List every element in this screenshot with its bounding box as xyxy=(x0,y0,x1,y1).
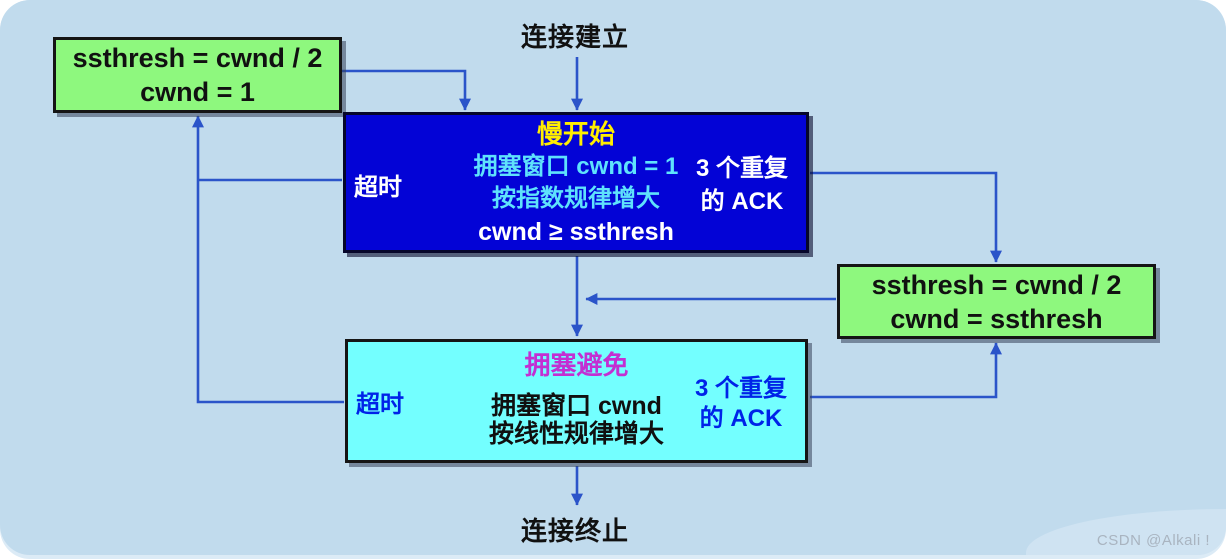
reset-right-line1: ssthresh = cwnd / 2 xyxy=(871,269,1122,300)
box-reset-after-timeout-left: ssthresh = cwnd / 2 cwnd = 1 xyxy=(53,37,342,113)
arrow-resetleft-to-slowstart xyxy=(342,69,471,111)
label-connection-terminated: 连接终止 xyxy=(520,516,629,546)
slow-start-title: 慢开始 xyxy=(536,119,615,149)
congestion-dup-ack-line1: 3 个重复 xyxy=(694,375,787,402)
box-slow-start: 慢开始 拥塞窗口 cwnd = 1 按指数规律增大 cwnd ≥ ssthres… xyxy=(343,112,809,253)
box-reset-after-dup-ack-right: ssthresh = cwnd / 2 cwnd = ssthresh xyxy=(837,264,1156,339)
slow-start-dup-ack-line1: 3 个重复 xyxy=(695,155,788,182)
slow-start-condition: cwnd ≥ ssthresh xyxy=(478,218,674,246)
reset-left-line2: cwnd = 1 xyxy=(140,77,255,107)
congestion-dup-ack-line2: 的 ACK xyxy=(699,405,783,432)
arrow-slowstart-to-resetright xyxy=(810,171,1002,263)
csdn-watermark: CSDN @Alkali ! xyxy=(1096,532,1210,549)
congestion-avoidance-dup-ack-label: 3 个重复 的 ACK xyxy=(683,374,799,434)
slow-start-dup-ack-line2: 的 ACK xyxy=(700,188,784,215)
slow-start-timeout-label: 超时 xyxy=(354,174,402,201)
arrow-congestion-to-resetright xyxy=(810,342,1002,399)
arrow-timeout-to-resetleft xyxy=(192,115,344,404)
reset-left-line1: ssthresh = cwnd / 2 xyxy=(72,43,323,73)
slow-start-detail2: 按指数规律增大 xyxy=(492,185,660,212)
slow-start-detail1: 拥塞窗口 cwnd = 1 xyxy=(473,153,679,180)
congestion-avoidance-timeout-label: 超时 xyxy=(356,391,404,418)
label-connection-established: 连接建立 xyxy=(520,22,629,52)
congestion-avoidance-title: 拥塞避免 xyxy=(524,350,629,380)
slow-start-dup-ack-label: 3 个重复 的 ACK xyxy=(680,152,804,218)
box-congestion-avoidance: 拥塞避免 拥塞窗口 cwnd 按线性规律增大 超时 3 个重复 的 ACK xyxy=(345,339,808,463)
congestion-avoidance-detail2: 按线性规律增大 xyxy=(488,420,664,448)
reset-right-line2: cwnd = ssthresh xyxy=(890,303,1103,334)
congestion-avoidance-detail1: 拥塞窗口 cwnd xyxy=(491,392,662,420)
